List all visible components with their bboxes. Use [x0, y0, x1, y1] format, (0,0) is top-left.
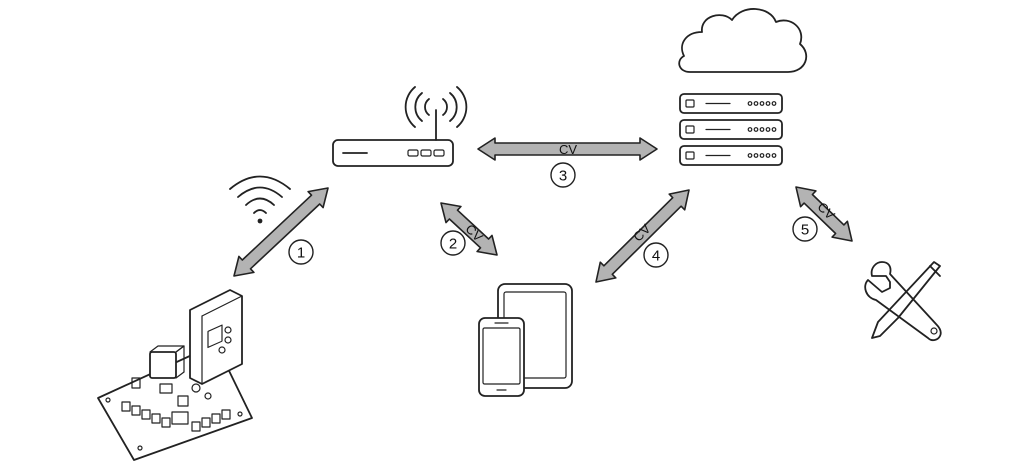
connection-label-3: CV — [559, 142, 577, 157]
connection-number-4: 4 — [652, 248, 660, 265]
connection-number-3: 3 — [559, 168, 567, 185]
server-stack-icon — [679, 93, 783, 166]
connection-1: 1 — [288, 239, 314, 265]
wifi-signal-icon — [229, 175, 291, 224]
wifi-router-icon — [332, 86, 468, 167]
connection-3: CV 3 — [550, 142, 577, 188]
double-arrow-4 — [595, 189, 690, 283]
double-arrow-3 — [477, 137, 658, 161]
double-arrow-2 — [440, 202, 498, 256]
cloud-icon — [678, 8, 808, 73]
double-arrow-5 — [795, 186, 853, 242]
connection-arrows — [233, 137, 853, 283]
controller-board-icon — [97, 289, 253, 461]
tablet-and-phone-icon — [478, 283, 573, 397]
double-arrow-1 — [233, 187, 329, 277]
connection-number-2: 2 — [449, 236, 457, 253]
connection-number-5: 5 — [801, 222, 809, 239]
wrench-screwdriver-icon — [864, 261, 942, 342]
connection-number-1: 1 — [297, 245, 305, 262]
